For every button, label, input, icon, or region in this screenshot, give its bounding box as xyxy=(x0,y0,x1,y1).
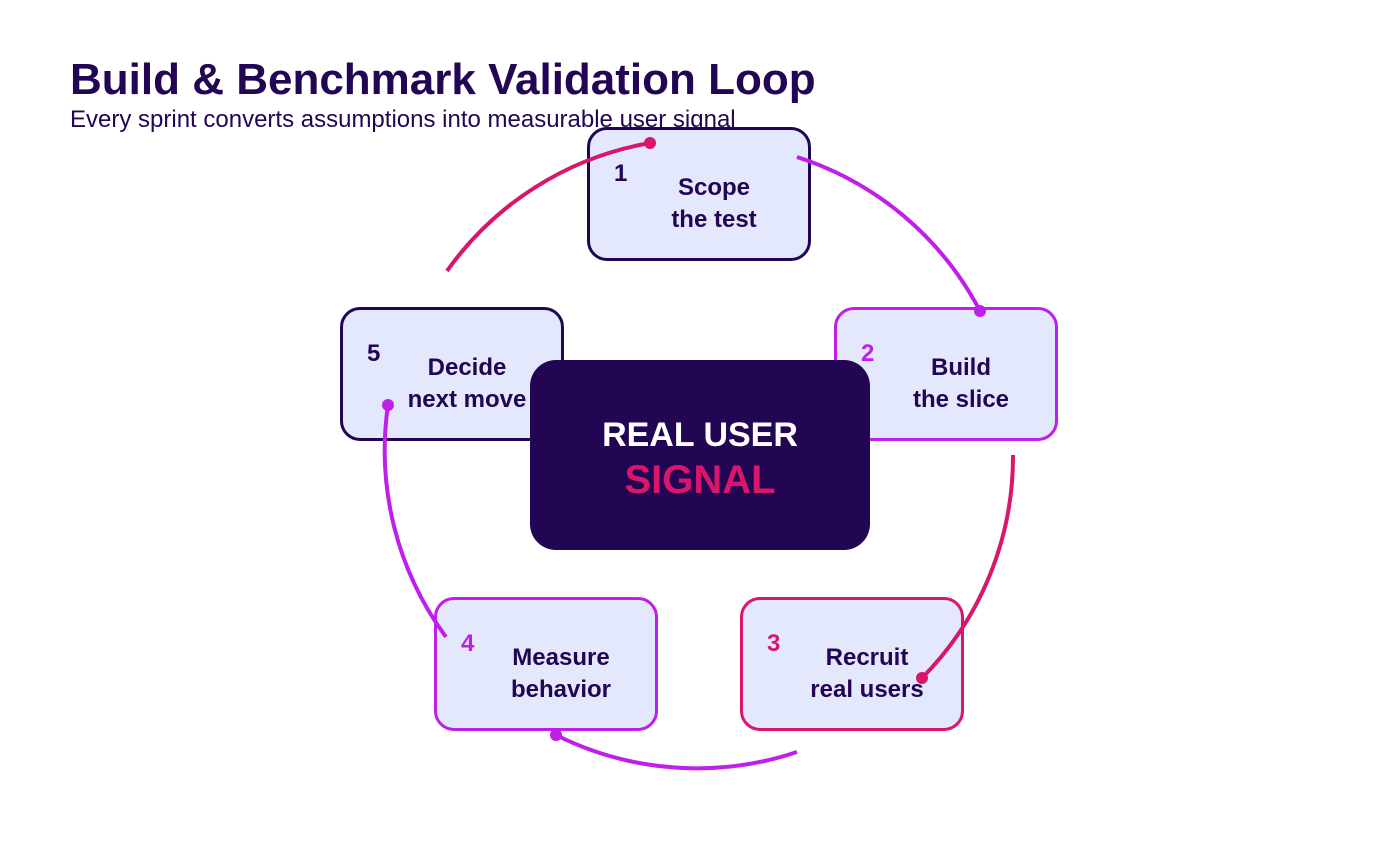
step-label: Measure behavior xyxy=(510,644,612,703)
step-measure-behavior: 4 Measure behavior xyxy=(434,597,658,731)
arc-recruit-to-measure xyxy=(555,733,798,771)
real-user-signal-core: REAL USER SIGNAL xyxy=(530,360,870,550)
step-scope-the-test: 1 Scope the test xyxy=(587,127,811,261)
step-label: Decide next move xyxy=(407,354,527,413)
step-number: 3 xyxy=(767,630,781,657)
arc-scope-to-build xyxy=(796,155,982,312)
step-label: Recruit real users xyxy=(810,644,924,703)
step-number: 2 xyxy=(861,340,875,367)
step-label: Build the slice xyxy=(912,354,1010,413)
step-number: 4 xyxy=(461,630,475,657)
step-recruit-real-users: 3 Recruit real users xyxy=(740,597,964,731)
step-label: Scope the test xyxy=(671,174,757,233)
step-decide-next-move: 5 Decide next move xyxy=(340,307,564,441)
core-line-2: SIGNAL xyxy=(624,458,776,502)
step-build-the-slice: 2 Build the slice xyxy=(834,307,1058,441)
page-title: Build & Benchmark Validation Loop xyxy=(70,55,816,104)
core-line-1: REAL USER xyxy=(602,416,798,454)
step-number: 5 xyxy=(367,340,381,367)
